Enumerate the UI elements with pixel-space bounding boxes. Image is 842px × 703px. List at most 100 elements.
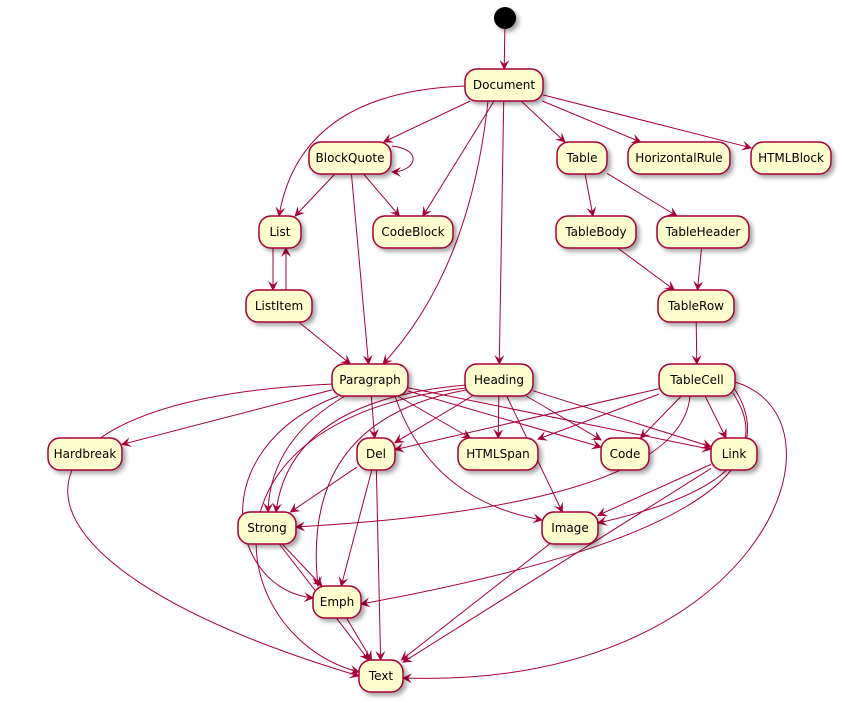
node-label: Strong bbox=[247, 521, 287, 535]
node-hardbreak[interactable]: Hardbreak bbox=[47, 437, 123, 471]
edge-heading-to-del bbox=[394, 395, 473, 444]
node-label: Table bbox=[565, 151, 597, 165]
node-box bbox=[555, 215, 637, 249]
node-codeblock[interactable]: CodeBlock bbox=[372, 215, 454, 249]
node-tablecell[interactable]: TableCell bbox=[658, 363, 736, 397]
node-label: Emph bbox=[320, 595, 355, 609]
edge-blockquote-to-blockquote bbox=[391, 145, 414, 177]
node-box bbox=[600, 437, 650, 471]
node-label: Del bbox=[366, 447, 386, 461]
edge-image-to-text bbox=[400, 543, 550, 661]
edge-heading-to-htmlspan bbox=[493, 395, 504, 439]
node-box bbox=[627, 141, 731, 175]
node-box bbox=[308, 141, 392, 175]
edge-tablecell-to-link bbox=[704, 395, 727, 439]
edge-table-to-tableheader bbox=[606, 172, 678, 217]
edge-heading-to-link bbox=[532, 390, 712, 449]
node-emph[interactable]: Emph bbox=[312, 585, 362, 619]
edge-tablecell-to-code bbox=[639, 395, 682, 439]
node-label: HTMLSpan bbox=[466, 447, 530, 461]
node-label: List bbox=[270, 225, 291, 239]
node-text[interactable]: Text bbox=[358, 659, 404, 693]
edge-heading-to-strong bbox=[272, 384, 467, 513]
edge-start-to-document bbox=[499, 28, 510, 70]
node-label: BlockQuote bbox=[316, 151, 385, 165]
node-strong[interactable]: Strong bbox=[237, 511, 297, 545]
node-box bbox=[541, 511, 599, 545]
edge-document-to-horizontalrule bbox=[542, 100, 642, 144]
edge-blockquote-to-list bbox=[294, 173, 336, 217]
node-box bbox=[356, 437, 396, 471]
edge-paragraph-to-link bbox=[407, 387, 712, 453]
node-image[interactable]: Image bbox=[541, 511, 599, 545]
node-tablebody[interactable]: TableBody bbox=[555, 215, 637, 249]
edge-blockquote-to-codeblock bbox=[363, 173, 401, 217]
node-box bbox=[657, 289, 735, 323]
node-label: Heading bbox=[474, 373, 524, 387]
node-label: HorizontalRule bbox=[635, 151, 722, 165]
node-heading[interactable]: Heading bbox=[464, 363, 534, 397]
edge-paragraph-to-emph bbox=[242, 395, 339, 603]
node-blockquote[interactable]: BlockQuote bbox=[308, 141, 392, 175]
edge-document-to-table bbox=[520, 100, 566, 143]
node-label: HTMLBlock bbox=[758, 151, 824, 165]
edge-document-to-list bbox=[275, 85, 466, 217]
node-label: Link bbox=[722, 447, 747, 461]
edge-tablecell-to-emph bbox=[360, 387, 749, 608]
edge-heading-to-emph bbox=[312, 389, 467, 587]
edge-del-to-emph bbox=[338, 469, 373, 587]
edge-link-to-image bbox=[597, 463, 712, 517]
node-box bbox=[312, 585, 362, 619]
node-tablerow[interactable]: TableRow bbox=[657, 289, 735, 323]
node-table[interactable]: Table bbox=[556, 141, 608, 175]
node-label: TableHeader bbox=[665, 225, 741, 239]
node-box bbox=[464, 68, 544, 102]
node-listitem[interactable]: ListItem bbox=[245, 289, 313, 323]
node-box bbox=[710, 437, 758, 471]
node-box bbox=[457, 437, 539, 471]
edge-del-to-strong bbox=[289, 466, 358, 513]
node-document[interactable]: Document bbox=[464, 68, 544, 102]
edge-document-to-htmlblock bbox=[542, 94, 752, 151]
edge-tablecell-to-htmlspan bbox=[537, 393, 660, 441]
edge-tablecell-to-del bbox=[394, 388, 660, 453]
edge-paragraph-to-code bbox=[407, 390, 602, 450]
node-link[interactable]: Link bbox=[710, 437, 758, 471]
node-code[interactable]: Code bbox=[600, 437, 650, 471]
node-box bbox=[556, 141, 608, 175]
edge-strong-to-emph bbox=[281, 543, 323, 587]
node-htmlspan[interactable]: HTMLSpan bbox=[457, 437, 539, 471]
node-htmlblock[interactable]: HTMLBlock bbox=[750, 141, 832, 175]
node-label: Text bbox=[368, 669, 394, 683]
node-label: Hardbreak bbox=[54, 447, 117, 461]
node-label: Image bbox=[551, 521, 589, 535]
node-del[interactable]: Del bbox=[356, 437, 396, 471]
node-box bbox=[750, 141, 832, 175]
node-box bbox=[464, 363, 534, 397]
node-box bbox=[245, 289, 313, 323]
edges-layer bbox=[67, 28, 787, 684]
edge-document-to-heading bbox=[494, 100, 505, 365]
node-box bbox=[358, 659, 404, 693]
edge-link-to-text bbox=[402, 468, 712, 663]
node-horizontalrule[interactable]: HorizontalRule bbox=[627, 141, 731, 175]
edge-listitem-to-paragraph bbox=[298, 321, 352, 365]
node-label: TableBody bbox=[564, 225, 626, 239]
node-list[interactable]: List bbox=[258, 215, 302, 249]
node-tableheader[interactable]: TableHeader bbox=[656, 215, 750, 249]
edge-paragraph-to-del bbox=[368, 395, 379, 439]
node-box bbox=[656, 215, 750, 249]
node-label: TableCell bbox=[669, 373, 723, 387]
edge-paragraph-to-strong bbox=[263, 395, 346, 513]
node-label: CodeBlock bbox=[381, 225, 444, 239]
node-box bbox=[372, 215, 454, 249]
node-paragraph[interactable]: Paragraph bbox=[331, 363, 409, 397]
node-box bbox=[47, 437, 123, 471]
edge-tableheader-to-tablerow bbox=[693, 247, 704, 291]
node-box bbox=[237, 511, 297, 545]
edge-del-to-text bbox=[375, 469, 386, 661]
edge-document-to-codeblock bbox=[422, 100, 495, 217]
